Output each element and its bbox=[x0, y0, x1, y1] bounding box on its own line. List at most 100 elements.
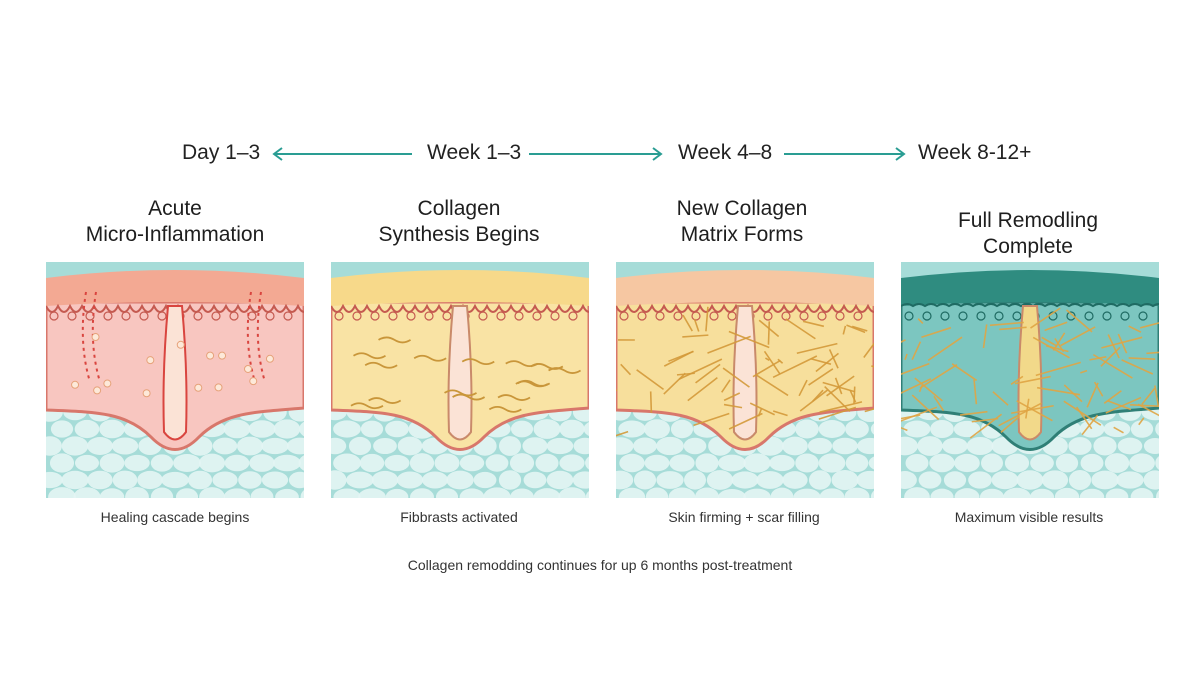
fat-cell bbox=[46, 436, 62, 456]
stage-title-full-remodeling: Full Remodling Complete bbox=[878, 208, 1178, 260]
inflammatory-cell bbox=[146, 356, 155, 365]
fat-cell bbox=[212, 471, 238, 489]
fat-cell bbox=[856, 470, 874, 490]
fat-cell bbox=[695, 453, 719, 473]
stage-title-line1: Acute bbox=[148, 197, 202, 220]
fat-cell bbox=[300, 489, 304, 498]
collagen-fiber bbox=[933, 395, 945, 412]
skin-cross-section-illustration bbox=[616, 262, 874, 498]
collagen-fiber bbox=[849, 389, 857, 403]
papilla bbox=[139, 311, 149, 321]
collagen-fiber bbox=[1063, 400, 1102, 426]
fat-cell bbox=[125, 487, 149, 498]
fibroblast bbox=[444, 389, 477, 397]
papilla bbox=[619, 311, 629, 321]
collagen-fiber bbox=[695, 363, 721, 384]
papilla bbox=[442, 311, 452, 321]
fat-cell bbox=[706, 470, 734, 490]
fat-cell bbox=[87, 470, 113, 490]
inflammatory-cell bbox=[249, 377, 258, 386]
collagen-fiber bbox=[901, 378, 932, 394]
collagen-fiber bbox=[649, 391, 653, 413]
collagen-fiber bbox=[1044, 321, 1068, 332]
fat-cell bbox=[535, 453, 559, 473]
fat-cell bbox=[434, 453, 460, 473]
fat-cell bbox=[1079, 488, 1105, 498]
fat-cell bbox=[533, 419, 561, 439]
fat-cell bbox=[409, 453, 435, 473]
fat-cell bbox=[1117, 437, 1143, 455]
papilla bbox=[799, 311, 809, 321]
collagen-fiber bbox=[785, 318, 816, 340]
fat-cell bbox=[348, 436, 372, 456]
fat-cell bbox=[619, 453, 645, 473]
papilla bbox=[994, 311, 1004, 321]
fat-cell bbox=[435, 488, 459, 498]
stage-caption: Maximum visible results bbox=[954, 509, 1104, 525]
fat-cell bbox=[808, 470, 832, 490]
collagen-fiber bbox=[904, 353, 908, 361]
collagen-fiber bbox=[863, 342, 874, 358]
stage-title-line1: New Collagen bbox=[676, 197, 808, 220]
fat-cell bbox=[694, 487, 720, 498]
fat-cell bbox=[187, 470, 213, 490]
skin-panel-stage-2 bbox=[331, 262, 589, 498]
fat-cell bbox=[498, 470, 522, 490]
fat-cell bbox=[509, 453, 535, 473]
collagen-fiber bbox=[682, 334, 709, 338]
collagen-fiber bbox=[911, 341, 922, 360]
fat-cell bbox=[48, 487, 76, 498]
fat-cell bbox=[99, 419, 125, 439]
right-arrow-icon bbox=[784, 147, 906, 161]
collagen-fiber bbox=[693, 318, 700, 332]
collagen-fiber bbox=[1089, 356, 1107, 361]
papilla bbox=[568, 311, 578, 321]
collagen-fiber bbox=[723, 392, 741, 402]
collagen-fiber bbox=[951, 363, 978, 382]
fat-cell bbox=[656, 471, 684, 489]
collagen-fiber bbox=[919, 364, 958, 389]
papilla bbox=[247, 311, 257, 321]
fat-cell bbox=[718, 488, 746, 498]
collagen-fiber bbox=[1107, 400, 1132, 411]
fat-cell bbox=[223, 419, 251, 439]
fat-cell bbox=[49, 453, 75, 473]
fat-cell bbox=[358, 488, 386, 498]
collagen-fiber bbox=[749, 402, 775, 416]
collagen-fiber bbox=[765, 357, 770, 361]
collagen-fiber bbox=[1086, 382, 1099, 408]
fat-cell bbox=[1068, 470, 1092, 490]
collagen-fiber bbox=[992, 391, 1009, 406]
fat-cell bbox=[288, 471, 304, 489]
stage-title-line2: Complete bbox=[983, 235, 1073, 258]
inflammatory-cell bbox=[206, 351, 215, 360]
collagen-fiber bbox=[1025, 398, 1030, 419]
fat-cell bbox=[61, 436, 89, 456]
fat-cell bbox=[585, 456, 589, 470]
fat-cell bbox=[644, 454, 670, 472]
collagen-fiber bbox=[693, 412, 730, 427]
inflammatory-cell bbox=[71, 380, 80, 389]
collagen-fiber bbox=[1041, 336, 1058, 347]
fat-cell bbox=[930, 488, 954, 498]
inflammatory-cell bbox=[265, 354, 274, 363]
papilla bbox=[478, 311, 488, 321]
fat-cell bbox=[74, 419, 100, 439]
fat-cell bbox=[175, 488, 199, 498]
fat-cell bbox=[99, 488, 125, 498]
collagen-fiber bbox=[799, 389, 828, 412]
fibroblast bbox=[488, 405, 522, 413]
collagen-fiber bbox=[973, 379, 978, 405]
fat-cell bbox=[868, 456, 874, 470]
collagen-fiber bbox=[1130, 404, 1159, 407]
collagen-fiber bbox=[1063, 384, 1083, 403]
fat-cell bbox=[1155, 456, 1159, 470]
collagen-fiber bbox=[959, 410, 988, 416]
collagen-fiber bbox=[616, 430, 629, 437]
papilla bbox=[691, 311, 701, 321]
collagen-fiber bbox=[757, 408, 763, 417]
fat-cell bbox=[261, 471, 289, 489]
timeline-label-week-4-8: Week 4–8 bbox=[678, 141, 773, 164]
collagen-fiber bbox=[755, 374, 789, 397]
fibroblast bbox=[497, 394, 531, 401]
